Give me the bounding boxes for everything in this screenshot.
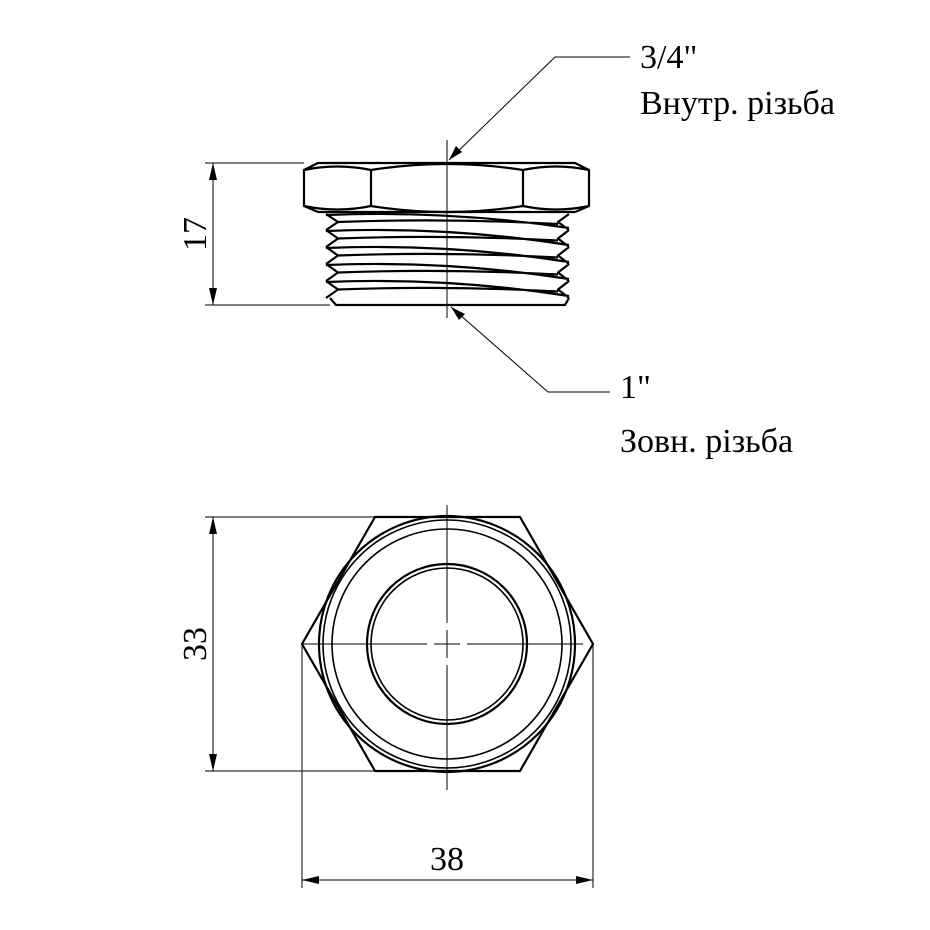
inner-thread-size: 3/4"	[640, 39, 697, 76]
outer-thread-size: 1"	[620, 369, 651, 406]
inner-thread-callout: 3/4" Внутр. різьба	[448, 39, 835, 161]
outer-thread-callout: 1" Зовн. різьба	[450, 306, 793, 460]
arrow-icon	[449, 146, 462, 160]
dimension-height: 17	[177, 162, 330, 306]
dimension-across-flats: 33	[177, 516, 375, 772]
dimension-across-corners: 38	[301, 644, 594, 888]
inner-thread-label: Внутр. різьба	[640, 85, 835, 122]
dimension-across-flats-label: 33	[177, 627, 214, 661]
outer-thread-label: Зовн. різьба	[620, 423, 793, 460]
arrow-icon	[451, 307, 465, 320]
top-view	[300, 505, 595, 790]
dimension-height-label: 17	[177, 217, 214, 251]
dimension-across-corners-label: 38	[430, 841, 464, 878]
side-view	[302, 140, 591, 318]
